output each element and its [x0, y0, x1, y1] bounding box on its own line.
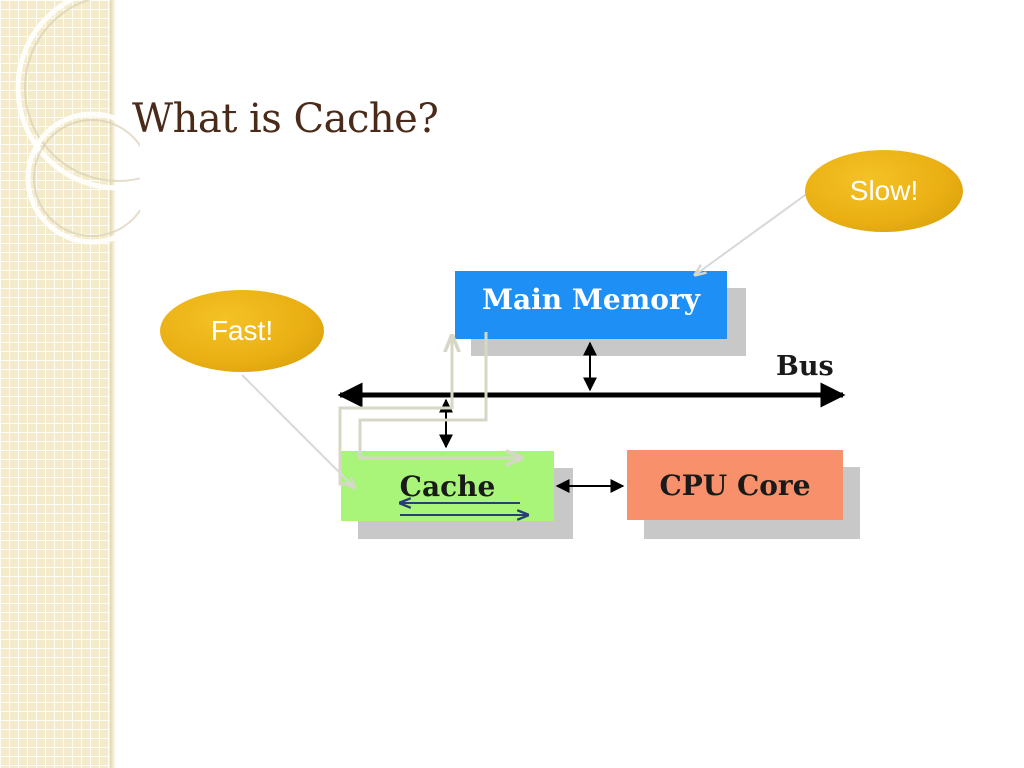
fast-callout: Fast!	[160, 290, 324, 372]
decorative-circle-large	[15, 0, 140, 191]
decorative-circle-small-inner	[33, 119, 140, 237]
decorative-circles	[15, 0, 140, 245]
slow-callout: Slow!	[805, 150, 963, 232]
fast-pointer-line	[241, 374, 355, 488]
decorative-circle-inner	[24, 0, 140, 182]
decorative-circle-small	[25, 111, 140, 245]
decorative-grid-strip	[0, 0, 113, 768]
data-flow-paths	[338, 332, 522, 486]
bus-label: Bus	[776, 351, 834, 382]
slide-title: What is Cache?	[132, 96, 439, 142]
main-memory-box: Main Memory	[455, 271, 727, 339]
slow-callout-label: Slow!	[849, 175, 919, 206]
strip-edge	[110, 0, 116, 768]
cpu-core-box: CPU Core	[627, 450, 843, 520]
main-memory-label: Main Memory	[481, 282, 700, 316]
cache-label: Cache	[399, 469, 496, 503]
fast-callout-label: Fast!	[210, 315, 274, 346]
slow-pointer-line	[695, 192, 809, 275]
cpu-core-label: CPU Core	[659, 468, 811, 502]
